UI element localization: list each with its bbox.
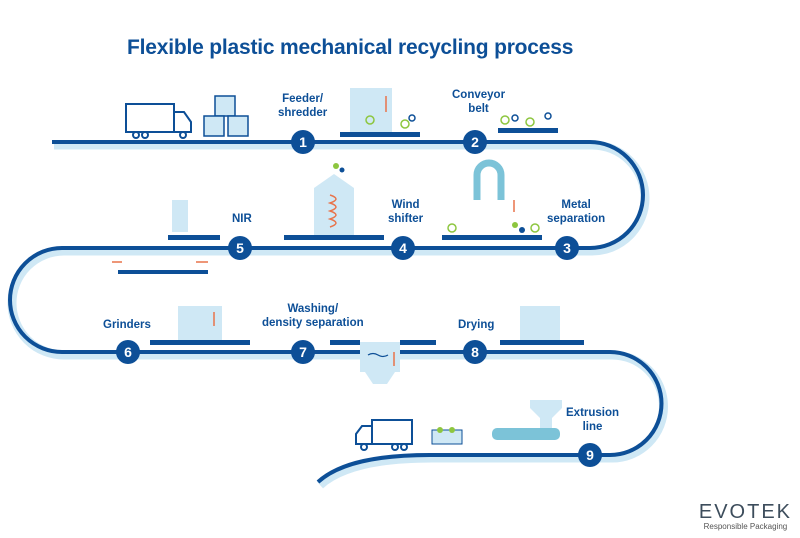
- step-number: 2: [471, 134, 479, 150]
- truck-icon: [125, 103, 192, 139]
- step-circle: [291, 340, 315, 364]
- boxes-icon: [203, 95, 249, 137]
- label-line: Feeder/: [282, 93, 324, 105]
- step-circle: [116, 340, 140, 364]
- step-4-label: Wind shifter: [388, 198, 423, 226]
- washing-tank-icon: [330, 340, 436, 384]
- label-line: Metal: [561, 199, 591, 211]
- step-number: 3: [563, 240, 571, 256]
- step-2-label: Conveyor belt: [452, 88, 505, 116]
- step-1-label: Feeder/shredder: [278, 92, 327, 120]
- step-number: 5: [236, 240, 244, 256]
- step-circle: [578, 443, 602, 467]
- extruder-icon: [431, 400, 562, 445]
- truck-icon: [355, 419, 413, 451]
- label-line: belt: [468, 103, 489, 115]
- step-6-label: Grinders: [103, 318, 151, 332]
- step-circle: [291, 130, 315, 154]
- label-line: separation: [547, 213, 606, 225]
- logo-tagline: Responsible Packaging: [703, 522, 788, 531]
- label-line: Conveyor: [452, 89, 506, 101]
- step-8-marker: 8: [463, 340, 487, 364]
- step-7-label: Washing/density separation: [262, 302, 364, 330]
- label-line: shifter: [388, 213, 424, 225]
- step-circle: [391, 236, 415, 260]
- step-3-label: Metal separation: [547, 198, 605, 226]
- label-line: line: [582, 421, 603, 433]
- label-line: density separation: [262, 317, 364, 329]
- label-line: NIR: [232, 213, 252, 225]
- grinder-icon: [150, 306, 250, 345]
- conveyor-icon: [498, 112, 558, 133]
- step-2-marker: 2: [463, 130, 487, 154]
- step-circle: [463, 340, 487, 364]
- step-number: 8: [471, 344, 479, 360]
- step-3-marker: 3: [555, 236, 579, 260]
- step-9-marker: 9: [578, 443, 602, 467]
- nir-scanner-icon: [112, 200, 220, 274]
- dryer-icon: [500, 306, 584, 345]
- step-circle: [463, 130, 487, 154]
- label-line: Grinders: [103, 319, 151, 331]
- step-9-label: Extrusion line: [566, 406, 619, 434]
- step-1-marker: 1: [291, 130, 315, 154]
- step-5-label: NIR: [232, 212, 252, 226]
- step-markers: 1 2 3 4 5 6 7 8 9: [116, 130, 602, 467]
- step-number: 6: [124, 344, 132, 360]
- step-7-marker: 7: [291, 340, 315, 364]
- label-line: Drying: [458, 319, 495, 331]
- step-number: 9: [586, 447, 594, 463]
- logo-name: EVOTEK: [698, 501, 792, 523]
- diagram-title: Flexible plastic mechanical recycling pr…: [127, 36, 574, 59]
- label-line: Wind: [391, 199, 420, 211]
- evotek-logo: EVOTEK Responsible Packaging: [699, 502, 792, 532]
- label-line: Washing/: [287, 303, 339, 315]
- magnet-icon: [442, 159, 542, 240]
- step-number: 7: [299, 344, 307, 360]
- step-number: 4: [399, 240, 407, 256]
- step-4-marker: 4: [391, 236, 415, 260]
- label-line: shredder: [278, 107, 328, 119]
- wind-shifter-icon: [284, 163, 384, 240]
- label-line: Extrusion: [566, 407, 620, 419]
- step-circle: [228, 236, 252, 260]
- step-6-marker: 6: [116, 340, 140, 364]
- step-8-label: Drying: [458, 318, 494, 332]
- step-number: 1: [299, 134, 307, 150]
- step-5-marker: 5: [228, 236, 252, 260]
- shredder-icon: [340, 88, 420, 137]
- step-circle: [555, 236, 579, 260]
